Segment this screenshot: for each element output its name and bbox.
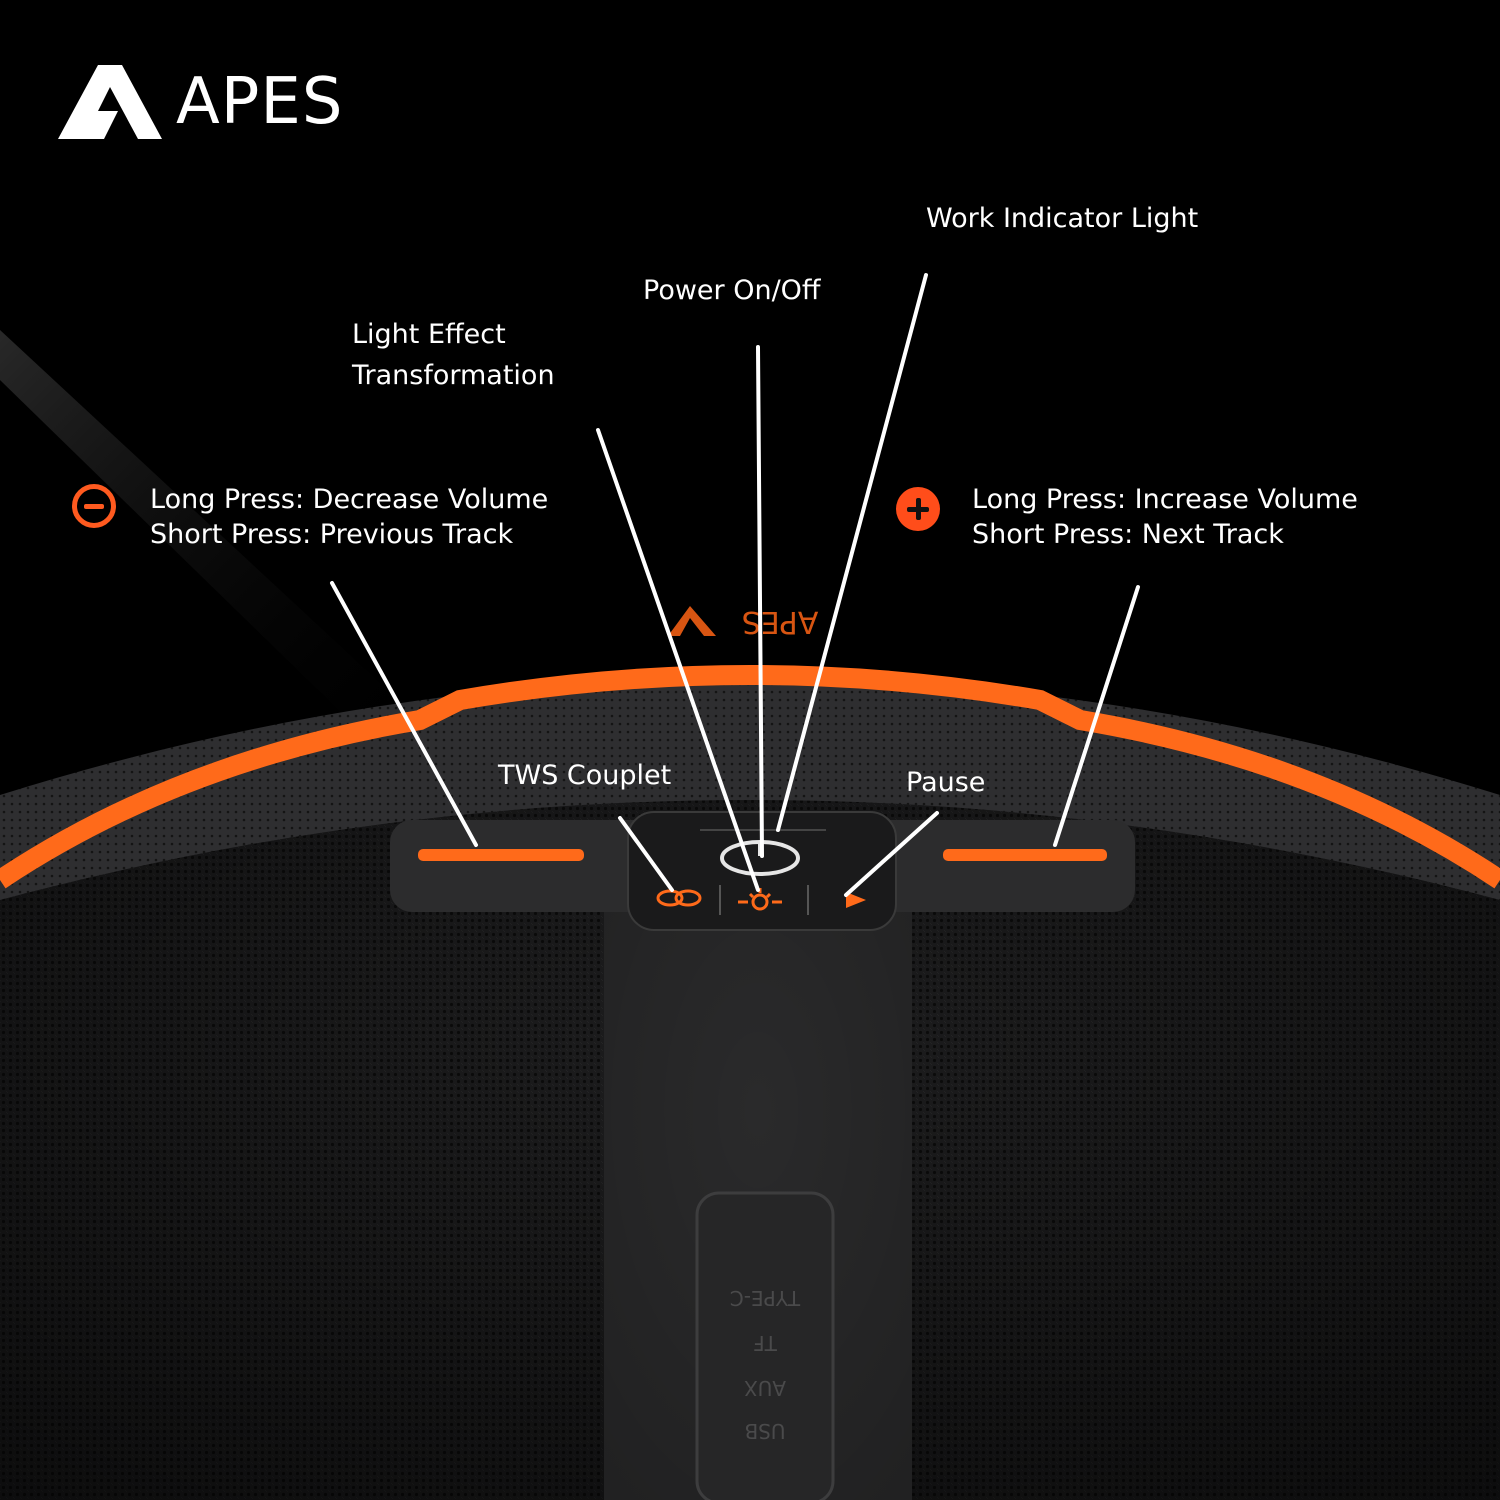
leader-power xyxy=(756,345,764,858)
brand-name: APES xyxy=(176,65,344,139)
port-label: USB xyxy=(744,1419,785,1443)
power-label: Power On/Off xyxy=(643,275,821,306)
tws-link-icon xyxy=(656,889,702,907)
brand-logo-icon xyxy=(58,65,162,139)
band-logo: APES xyxy=(742,604,819,639)
plus-line2: Short Press: Next Track xyxy=(972,519,1284,550)
callout-lines xyxy=(330,273,1140,897)
light-effect-line2: Transformation xyxy=(352,360,555,391)
plus-circle-icon xyxy=(896,487,940,531)
volume-down-button xyxy=(418,849,584,861)
leader-minus xyxy=(330,581,478,847)
orange-light-band xyxy=(0,665,1500,889)
light-effect-line1: Light Effect xyxy=(352,319,506,350)
minus-circle-icon xyxy=(72,484,116,528)
leader-work-indicator xyxy=(776,273,928,832)
tws-label: TWS Couplet xyxy=(498,760,672,791)
port-labels: TYPE-C TF AUX USB xyxy=(730,1286,801,1443)
band-logo-mark-icon xyxy=(668,606,716,636)
port-label: TYPE-C xyxy=(730,1286,801,1310)
volume-up-button xyxy=(943,849,1107,861)
brand-logo: APES xyxy=(58,62,343,142)
port-cover xyxy=(695,1191,835,1500)
plus-line1: Long Press: Increase Volume xyxy=(972,484,1358,515)
play-pause-icon xyxy=(846,892,866,908)
port-label: TF xyxy=(753,1331,778,1355)
pause-label: Pause xyxy=(906,767,986,798)
leader-plus xyxy=(1053,585,1140,847)
background-light-streak xyxy=(0,330,420,760)
leader-tws xyxy=(618,816,674,892)
work-indicator-label: Work Indicator Light xyxy=(926,203,1199,234)
light-effect-label: Light Effect Transformation xyxy=(352,314,555,396)
minus-button-label: Long Press: Decrease Volume Short Press:… xyxy=(150,482,548,552)
leader-pause xyxy=(844,811,939,897)
light-sun-icon xyxy=(738,888,782,911)
minus-line2: Short Press: Previous Track xyxy=(150,519,514,550)
port-label: AUX xyxy=(744,1376,786,1400)
leader-light-effect xyxy=(596,428,760,892)
plus-button-label: Long Press: Increase Volume Short Press:… xyxy=(972,482,1358,552)
minus-line1: Long Press: Decrease Volume xyxy=(150,484,549,515)
